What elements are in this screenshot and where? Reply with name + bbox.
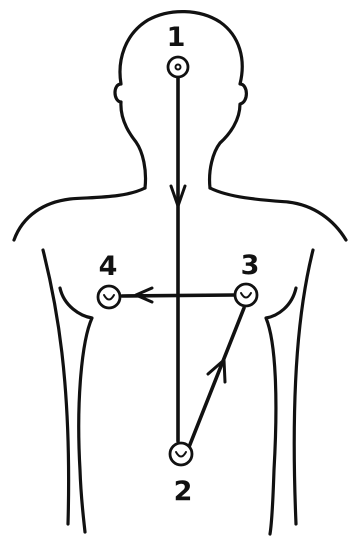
point-4-marker: [98, 286, 120, 308]
left-shoulder-outline: [14, 188, 145, 240]
right-torso-outline: [266, 288, 296, 534]
right-shoulder-outline: [210, 188, 346, 240]
point-2-marker: [170, 443, 192, 465]
left-torso-outline: [60, 288, 92, 532]
point-3-label: 3: [241, 250, 260, 281]
arrow-2-to-3: [189, 308, 244, 447]
point-2-label: 2: [174, 476, 193, 507]
point-3-marker: [235, 284, 257, 306]
point-4-label: 4: [99, 251, 118, 282]
left-arm-outline: [43, 250, 69, 524]
right-arm-outline: [294, 250, 313, 524]
point-1-label: 1: [167, 22, 186, 53]
point-1-marker: [168, 57, 188, 77]
